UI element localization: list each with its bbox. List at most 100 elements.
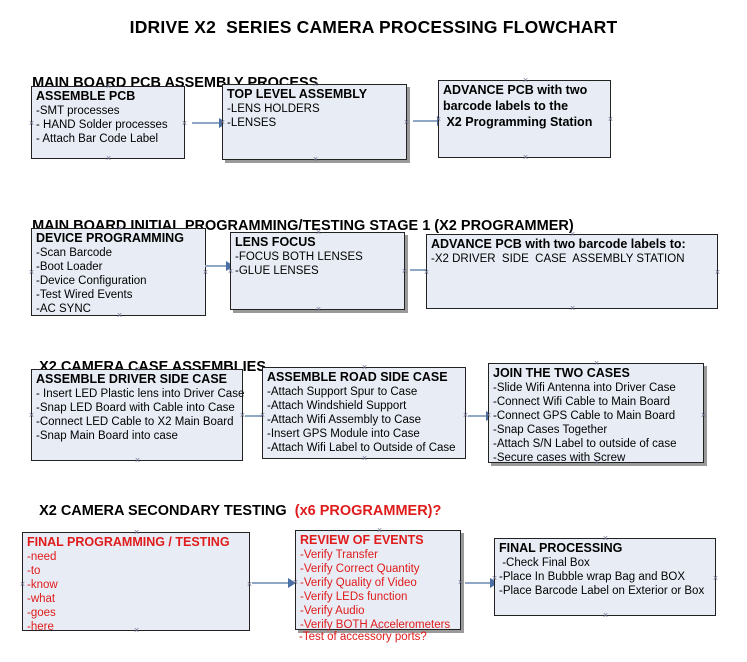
resize-handle-right[interactable] xyxy=(607,116,614,123)
box-line: -Place Barcode Label on Exterior or Box xyxy=(499,585,705,597)
box-line: -what xyxy=(27,593,56,605)
connector-arrow-4a xyxy=(252,578,296,588)
box-title: LENS FOCUS xyxy=(235,235,316,249)
connector-arrow-4b xyxy=(465,578,498,588)
box-line: -to xyxy=(27,565,41,577)
box-line: -Connect LED Cable to X2 Main Board xyxy=(36,416,234,428)
box-content: ADVANCE PCB with two barcode labels to: … xyxy=(431,237,715,266)
box-content: FINAL PROGRAMMING / TESTING -need -to -k… xyxy=(27,535,247,634)
resize-handle-right[interactable] xyxy=(401,268,408,275)
box-line: -Verify Transfer xyxy=(300,549,378,561)
box-content: FINAL PROCESSING -Check Final Box -Place… xyxy=(499,541,713,598)
box-content: ASSEMBLE ROAD SIDE CASE -Attach Support … xyxy=(267,370,463,455)
box-line: -Scan Barcode xyxy=(36,247,113,259)
box-line: -Verify BOTH Accelerometers xyxy=(300,619,451,631)
overflow-text-accessory-ports: -Test of accessory ports? xyxy=(299,631,427,643)
resize-handle-bottom[interactable] xyxy=(569,305,576,312)
box-line: -Verify LEDs function xyxy=(300,591,408,603)
box-content: TOP LEVEL ASSEMBLY -LENS HOLDERS -LENSES xyxy=(227,87,404,130)
process-box-top-level-assembly[interactable]: TOP LEVEL ASSEMBLY -LENS HOLDERS -LENSES xyxy=(222,84,407,160)
process-box-join-the-two-cases[interactable]: JOIN THE TWO CASES -Slide Wifi Antenna i… xyxy=(488,363,707,465)
resize-handle-bottom[interactable] xyxy=(312,156,319,163)
box-title: ASSEMBLE DRIVER SIDE CASE xyxy=(36,372,228,386)
process-box-review-of-events[interactable]: REVIEW OF EVENTS -Verify Transfer -Verif… xyxy=(295,530,464,632)
box-title: ASSEMBLE PCB xyxy=(36,89,136,103)
box-line: - Attach Bar Code Label xyxy=(36,133,159,145)
box-line: -FOCUS BOTH LENSES xyxy=(235,251,363,263)
box-line: -Place In Bubble wrap Bag and BOX xyxy=(499,571,686,583)
box-line: -Snap LED Board with Cable into Case xyxy=(36,402,235,414)
box-content: LENS FOCUS -FOCUS BOTH LENSES -GLUE LENS… xyxy=(235,235,402,278)
resize-handle-bottom[interactable] xyxy=(522,154,529,161)
box-line: -Attach Support Spur to Case xyxy=(267,386,418,398)
box-line: X2 Programming Station xyxy=(443,115,593,129)
resize-handle-left[interactable] xyxy=(28,269,35,276)
box-line: -X2 DRIVER SIDE CASE ASSEMBLY STATION xyxy=(431,253,685,265)
process-box-advance-pcb-station[interactable]: ADVANCE PCB with two barcode labels to t… xyxy=(438,80,611,158)
box-line: -Verify Audio xyxy=(300,605,365,617)
section-heading-4-accent: (x6 PROGRAMMER)? xyxy=(294,503,442,519)
resize-handle-left[interactable] xyxy=(19,581,26,588)
resize-handle-bottom[interactable] xyxy=(602,612,609,619)
process-box-advance-pcb-driver-side[interactable]: ADVANCE PCB with two barcode labels to: … xyxy=(426,234,718,309)
process-box-assemble-road-side-case[interactable]: ASSEMBLE ROAD SIDE CASE -Attach Support … xyxy=(262,367,466,459)
resize-handle-right[interactable] xyxy=(714,269,721,276)
page-title: IDRIVE X2 SERIES CAMERA PROCESSING FLOWC… xyxy=(129,17,618,37)
resize-handle-bottom[interactable] xyxy=(315,306,322,313)
box-line: -here xyxy=(27,621,54,633)
box-content: ADVANCE PCB with two barcode labels to t… xyxy=(443,83,608,130)
box-title: ASSEMBLE ROAD SIDE CASE xyxy=(267,370,448,384)
box-line: -Attach S/N Label to outside of case xyxy=(493,438,677,450)
resize-handle-right[interactable] xyxy=(457,579,464,586)
box-line: -Check Final Box xyxy=(499,557,590,569)
process-box-lens-focus[interactable]: LENS FOCUS -FOCUS BOTH LENSES -GLUE LENS… xyxy=(230,232,405,310)
section-heading-4: X2 CAMERA SECONDARY TESTING (x6 PROGRAMM… xyxy=(31,487,441,519)
box-line: -Secure cases with Screw xyxy=(493,452,626,464)
box-line: - HAND Solder processes xyxy=(36,119,168,131)
resize-handle-bottom[interactable] xyxy=(361,455,368,462)
resize-handle-right[interactable] xyxy=(403,119,410,126)
box-line: - Insert LED Plastic lens into Driver Ca… xyxy=(36,388,245,400)
box-line: -SMT processes xyxy=(36,105,120,117)
resize-handle-bottom[interactable] xyxy=(134,457,141,464)
resize-handle-right[interactable] xyxy=(181,120,188,127)
box-content: JOIN THE TWO CASES -Slide Wifi Antenna i… xyxy=(493,366,701,465)
box-line: -goes xyxy=(27,607,56,619)
process-box-assemble-driver-side-case[interactable]: ASSEMBLE DRIVER SIDE CASE - Insert LED P… xyxy=(28,369,245,464)
box-title: TOP LEVEL ASSEMBLY xyxy=(227,87,368,101)
process-box-final-programming-testing[interactable]: FINAL PROGRAMMING / TESTING -need -to -k… xyxy=(19,532,250,634)
resize-handle-left[interactable] xyxy=(28,120,35,127)
process-box-device-programming[interactable]: DEVICE PROGRAMMING -Scan Barcode -Boot L… xyxy=(31,228,206,316)
process-box-assemble-pcb[interactable]: ASSEMBLE PCB -SMT processes - HAND Solde… xyxy=(31,86,185,159)
box-line: -Attach Wifi Label to Outside of Case xyxy=(267,442,456,454)
box-title: REVIEW OF EVENTS xyxy=(300,533,424,547)
box-line: -Attach Windshield Support xyxy=(267,400,407,412)
box-line: -know xyxy=(27,579,58,591)
box-line: -Slide Wifi Antenna into Driver Case xyxy=(493,382,676,394)
box-line: -LENS HOLDERS xyxy=(227,103,320,115)
box-line: -Insert GPS Module into Case xyxy=(267,428,420,440)
box-title: FINAL PROCESSING xyxy=(499,541,623,555)
box-content: ASSEMBLE PCB -SMT processes - HAND Solde… xyxy=(36,89,182,146)
connector-arrow-1b xyxy=(413,116,445,126)
box-line: -GLUE LENSES xyxy=(235,265,319,277)
box-line: -AC SYNC xyxy=(36,303,91,315)
box-content: REVIEW OF EVENTS -Verify Transfer -Verif… xyxy=(300,533,458,632)
resize-handle-bottom[interactable] xyxy=(105,155,112,162)
resize-handle-right[interactable] xyxy=(202,269,209,276)
box-line: -Boot Loader xyxy=(36,261,103,273)
box-content: DEVICE PROGRAMMING -Scan Barcode -Boot L… xyxy=(36,231,203,316)
box-line: -Device Configuration xyxy=(36,275,147,287)
resize-handle-right[interactable] xyxy=(700,412,707,419)
box-content: ASSEMBLE DRIVER SIDE CASE - Insert LED P… xyxy=(36,372,245,443)
connector-arrow-1a xyxy=(192,118,227,128)
box-line: -Verify Quality of Video xyxy=(300,577,417,589)
box-line: -Connect Wifi Cable to Main Board xyxy=(493,396,671,408)
box-line: -Connect GPS Cable to Main Board xyxy=(493,410,676,422)
box-line: -need xyxy=(27,551,57,563)
resize-handle-right[interactable] xyxy=(712,575,719,582)
resize-handle-left[interactable] xyxy=(28,412,35,419)
process-box-final-processing[interactable]: FINAL PROCESSING -Check Final Box -Place… xyxy=(494,538,716,616)
connector-arrow-2a xyxy=(205,261,234,271)
box-line: -Snap Main Board into case xyxy=(36,430,178,442)
